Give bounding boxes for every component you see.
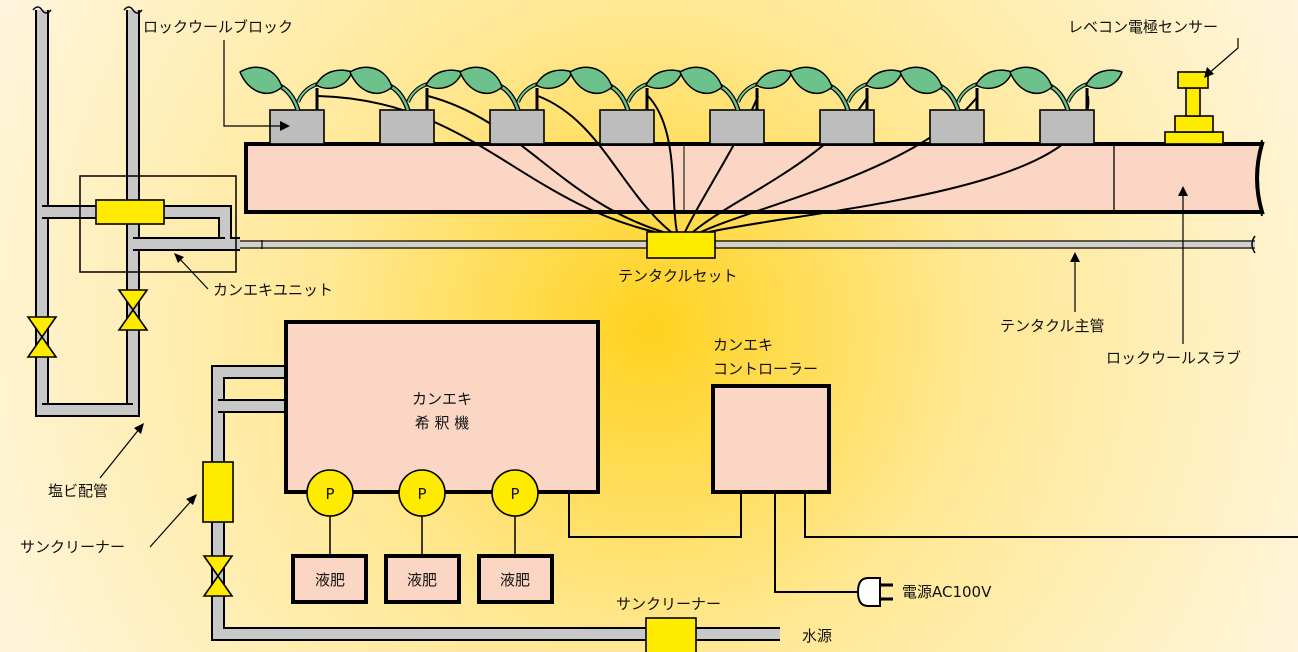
rockwool-block-label: ロックウールブロック <box>143 18 293 36</box>
tentacle-set <box>646 231 716 259</box>
fertilizer-label: 液肥 <box>315 571 345 589</box>
pump-label: P <box>325 485 334 503</box>
plant-unit <box>460 67 572 145</box>
level-sensor <box>1164 71 1224 145</box>
rockwool-slab-label: ロックウールスラブ <box>1106 349 1241 367</box>
plant-unit <box>240 67 352 145</box>
rockwool-block <box>599 109 655 145</box>
plant-unit <box>790 67 902 145</box>
level-sensor-label: レベコン電極センサー <box>1068 18 1218 36</box>
power-label: 電源AC100V <box>902 583 992 601</box>
rockwool-block <box>709 109 765 145</box>
fertilizer-label: 液肥 <box>407 571 437 589</box>
pump-icon <box>306 469 354 517</box>
kanneki-unit-filter <box>95 199 165 225</box>
fertilizer-tank <box>477 554 554 604</box>
kanneki-unit-label: カンエキユニット <box>213 281 333 299</box>
fertilizer-tank <box>291 554 368 604</box>
rockwool-block <box>819 109 875 145</box>
tentacle-main-pipe <box>240 235 1256 254</box>
pump-group: P P P 液肥 液肥 液肥 <box>291 469 554 604</box>
water-source-label: 水源 <box>802 627 832 645</box>
tentacle-set-label: テンタクルセット <box>618 267 738 285</box>
fertilizer-label: 液肥 <box>500 571 530 589</box>
diluter-label-1: カンエキ <box>412 390 472 408</box>
pump-icon <box>398 469 446 517</box>
pvc-pipe-label: 塩ビ配管 <box>48 482 108 500</box>
fertilizer-tank <box>384 554 461 604</box>
rockwool-block <box>929 109 985 145</box>
controller-label-1: カンエキ <box>713 336 773 354</box>
rockwool-block <box>269 109 325 145</box>
leader-lines <box>99 38 1239 548</box>
diluter-label-2: 希 釈 機 <box>415 414 470 432</box>
plant-row <box>240 67 1122 145</box>
controller-label-2: コントローラー <box>713 360 818 378</box>
rockwool-slab <box>244 142 1265 214</box>
power-plug-icon <box>856 577 893 607</box>
controller-box <box>711 384 831 494</box>
pump-label: P <box>510 485 519 503</box>
plant-unit <box>570 67 682 145</box>
sun-cleaner-left <box>202 461 234 523</box>
plant-unit <box>680 67 792 145</box>
kanneki-unit-box <box>79 175 237 273</box>
tentacle-main-label: テンタクル主管 <box>1000 317 1105 335</box>
pump-label: P <box>417 485 426 503</box>
plant-unit <box>350 67 462 145</box>
slab-break <box>1257 139 1263 217</box>
plant-unit <box>900 67 1012 145</box>
controller-wiring <box>568 492 1298 593</box>
rockwool-block <box>1039 109 1095 145</box>
plant-unit <box>1010 67 1122 145</box>
sun-cleaner-bottom-label: サンクリーナー <box>616 595 721 613</box>
sun-cleaner-bottom <box>645 617 697 652</box>
rockwool-block <box>379 109 435 145</box>
sun-cleaner-left-label: サンクリーナー <box>20 538 125 556</box>
rockwool-block <box>489 109 545 145</box>
pump-icon <box>491 469 539 517</box>
